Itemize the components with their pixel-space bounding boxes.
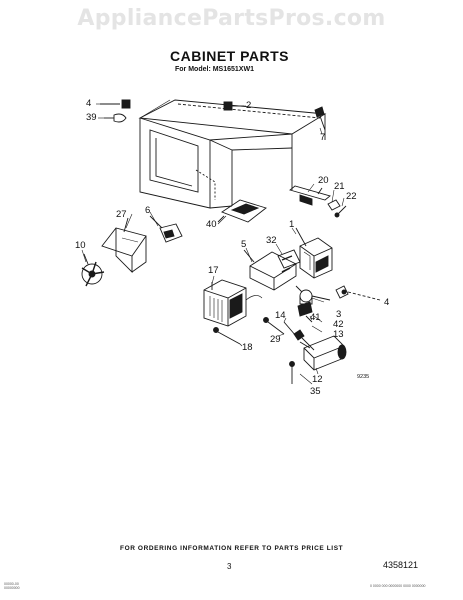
part-label-40: 40 — [206, 219, 217, 230]
page-number: 3 — [227, 562, 232, 571]
screw-4 — [100, 99, 131, 109]
part-label-35: 35 — [310, 386, 321, 397]
part-label-1: 1 — [289, 219, 295, 230]
cabinet-wrapper — [138, 99, 327, 209]
capacitor-12 — [299, 335, 347, 371]
drawing-code: 9235 — [357, 374, 370, 380]
bracket-27 — [101, 217, 147, 274]
transformer-17 — [203, 279, 263, 327]
part-label-12: 12 — [312, 374, 323, 385]
part-label-21: 21 — [334, 181, 345, 192]
model-subtitle: For Model: MS1651XW1 — [175, 66, 254, 73]
diode-14 — [283, 321, 315, 351]
part-label-2: 2 — [246, 100, 252, 111]
fine-print-left: 00000-00 00000000 — [4, 582, 20, 590]
part-label-18: 18 — [242, 342, 253, 353]
fine-print-left-line: 00000-00 — [4, 582, 19, 586]
screw-22 — [334, 205, 347, 218]
part-label-4-right: 4 — [384, 297, 390, 308]
page-title: CABINET PARTS — [170, 48, 290, 64]
fine-print-left-line: 00000000 — [4, 586, 20, 590]
leader-lines — [81, 103, 345, 385]
ordering-note: FOR ORDERING INFORMATION REFER TO PARTS … — [120, 545, 344, 552]
screw-4-right — [335, 285, 381, 301]
screw-29 — [263, 317, 285, 335]
part-label-20: 20 — [318, 175, 329, 186]
screw-7 — [314, 106, 326, 131]
document-number: 4358121 — [383, 560, 419, 570]
part-label-10: 10 — [75, 240, 86, 251]
part-label-39: 39 — [86, 112, 97, 123]
switch-bracket-20 — [289, 185, 331, 206]
gasket-32 — [277, 249, 301, 269]
magnetron-1 — [295, 227, 333, 279]
screw-18 — [213, 327, 241, 345]
part-label-5: 5 — [241, 239, 247, 250]
thermal-cutout-3 — [295, 285, 331, 305]
clip-39 — [104, 113, 127, 123]
part-label-42: 42 — [333, 319, 344, 330]
bracket-41 — [297, 301, 313, 323]
fine-print-right: 0 0000 000 0000000 0000 0000000 — [370, 584, 426, 588]
part-label-3: 3 — [336, 309, 342, 320]
part-label-6: 6 — [145, 205, 151, 216]
part-label-22: 22 — [346, 191, 357, 202]
switch-21 — [327, 199, 341, 211]
part-label-41: 41 — [310, 312, 321, 323]
screw-2 — [223, 101, 244, 111]
part-label-32: 32 — [266, 235, 277, 246]
part-label-17: 17 — [208, 265, 219, 276]
part-label-13: 13 — [333, 329, 344, 340]
duct-5 — [243, 249, 297, 291]
part-label-4: 4 — [86, 98, 92, 109]
plate-40 — [217, 199, 267, 223]
fan-10 — [81, 253, 105, 287]
part-label-14: 14 — [275, 310, 286, 321]
part-label-29: 29 — [270, 334, 281, 345]
screw-35 — [289, 361, 295, 384]
part-label-7: 7 — [320, 132, 326, 143]
watermark: AppliancePartsPros.com — [77, 6, 386, 31]
part-label-27: 27 — [116, 209, 127, 220]
